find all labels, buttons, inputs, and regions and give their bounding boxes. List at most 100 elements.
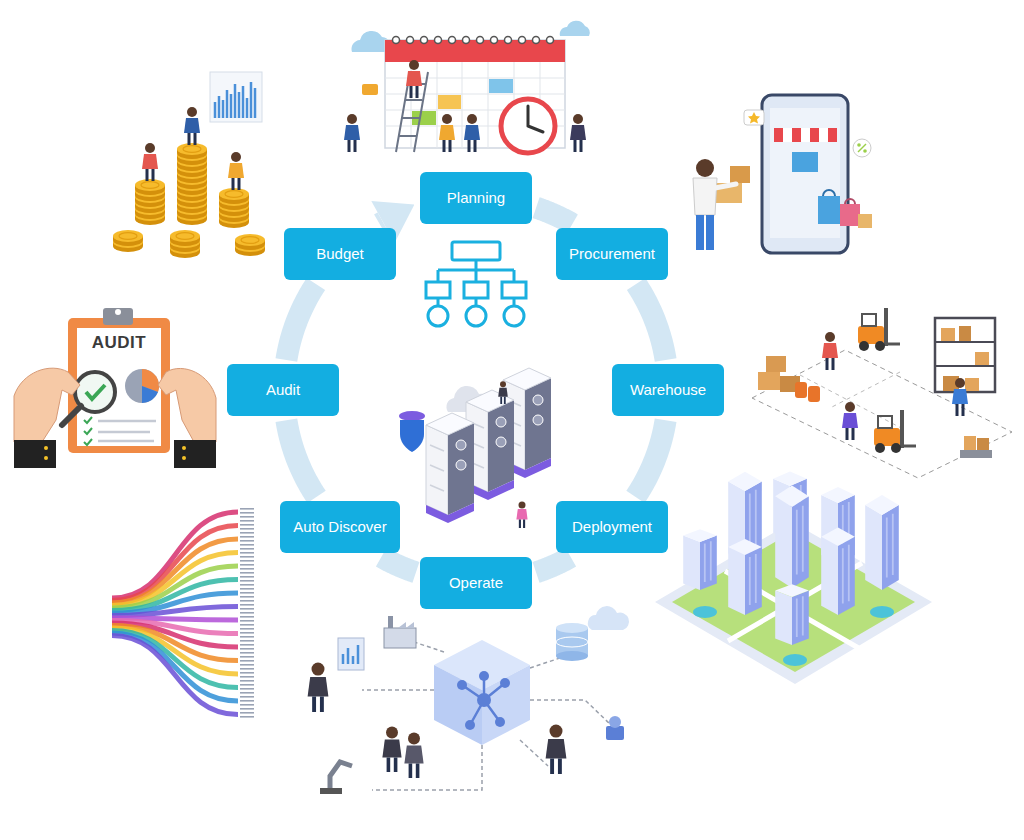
audit-illustration <box>115 309 121 315</box>
cycle-arrow <box>381 557 416 572</box>
cycle-arrow <box>536 557 571 572</box>
server-illustration <box>498 381 508 404</box>
network-illustration <box>308 606 629 794</box>
warehouse-illustration <box>822 332 838 370</box>
sankey-illustration <box>112 607 238 616</box>
network-illustration <box>434 665 482 745</box>
city-illustration <box>693 606 717 618</box>
shopping-illustration <box>853 139 871 157</box>
audit-illustration <box>86 385 105 399</box>
cycle-arrow <box>286 420 316 497</box>
coins-illustration <box>219 188 249 204</box>
server-illustration <box>399 411 425 421</box>
network-illustration <box>343 645 358 664</box>
flowchart-icon <box>426 242 526 326</box>
calendar-illustration <box>570 114 586 152</box>
network-illustration <box>404 732 423 778</box>
warehouse-illustration <box>964 436 976 450</box>
box-label: Warehouse <box>630 381 706 399</box>
warehouse-illustration <box>752 308 1012 478</box>
coins-illustration <box>228 152 244 190</box>
calendar-illustration <box>489 79 513 93</box>
box-label: Auto Discover <box>293 518 386 536</box>
audit-illustration <box>182 446 186 450</box>
cycle-arrow <box>635 420 665 497</box>
process-box: Planning <box>420 172 532 224</box>
network-illustration <box>320 788 342 794</box>
audit-illustration <box>103 308 133 325</box>
shopping-illustration <box>783 128 792 142</box>
audit-illustration <box>44 456 48 460</box>
audit-illustration <box>68 318 170 453</box>
network-illustration <box>308 663 329 712</box>
coins-illustration <box>113 230 143 246</box>
warehouse-illustration <box>858 308 900 351</box>
shopping-illustration <box>858 214 872 228</box>
coins-illustration <box>135 179 165 195</box>
network-illustration <box>388 616 393 628</box>
calendar-illustration <box>344 114 360 152</box>
process-box: Audit <box>227 364 339 416</box>
audit-illustration <box>182 456 186 460</box>
shopping-illustration <box>858 144 866 152</box>
server-illustration <box>516 501 527 528</box>
process-box: Deployment <box>556 501 668 553</box>
calendar-illustration <box>491 37 498 44</box>
box-label: Deployment <box>572 518 652 536</box>
network-illustration <box>556 651 588 661</box>
box-label: Budget <box>316 245 364 263</box>
shopping-illustration <box>696 159 714 177</box>
shopping-illustration <box>857 143 861 147</box>
coins-illustration <box>215 82 255 118</box>
sankey-illustration <box>112 636 238 715</box>
shopping-illustration <box>845 199 855 204</box>
server-illustration <box>426 413 474 523</box>
flowchart-icon <box>428 306 448 326</box>
warehouse-illustration <box>874 410 916 453</box>
audit-illustration <box>14 368 80 442</box>
city-illustration <box>783 654 807 666</box>
calendar-illustration <box>528 106 543 132</box>
warehouse-illustration <box>965 378 979 391</box>
calendar-illustration <box>519 37 526 44</box>
process-box: Auto Discover <box>280 501 400 553</box>
shopping-illustration <box>774 128 783 142</box>
flowchart-icon <box>464 282 488 298</box>
warehouse-illustration <box>766 356 786 372</box>
network-illustration <box>588 606 629 630</box>
calendar-illustration <box>505 37 512 44</box>
calendar-illustration <box>439 114 455 152</box>
audit-illustration <box>158 368 216 442</box>
network-illustration <box>500 678 510 688</box>
network-illustration <box>330 762 352 790</box>
calendar-illustration <box>449 37 456 44</box>
coins-illustration <box>177 143 207 159</box>
warehouse-illustration <box>935 318 995 392</box>
cycle-arrow <box>536 208 572 224</box>
cycle-arrow <box>286 284 316 360</box>
calendar-illustration <box>362 84 378 95</box>
calendar-illustration <box>477 37 484 44</box>
warehouse-illustration <box>975 352 989 365</box>
city-illustration <box>870 606 894 618</box>
shopping-illustration <box>810 128 819 142</box>
shopping-illustration <box>818 196 840 224</box>
network-illustration <box>465 720 475 730</box>
shopping-illustration <box>762 95 848 253</box>
warehouse-illustration <box>941 328 955 341</box>
warehouse-illustration <box>935 318 995 392</box>
warehouse-illustration <box>935 342 995 366</box>
city-illustration <box>865 495 899 590</box>
box-label: Audit <box>266 381 300 399</box>
coins-illustration <box>184 107 200 145</box>
network-illustration <box>482 665 530 745</box>
network-illustration <box>606 726 624 740</box>
city-illustration <box>821 528 855 615</box>
shopping-illustration <box>693 178 717 215</box>
shopping-illustration <box>715 184 736 188</box>
sankey-illustration <box>238 508 254 720</box>
box-label: Planning <box>447 189 505 207</box>
audit-illustration <box>174 440 216 468</box>
